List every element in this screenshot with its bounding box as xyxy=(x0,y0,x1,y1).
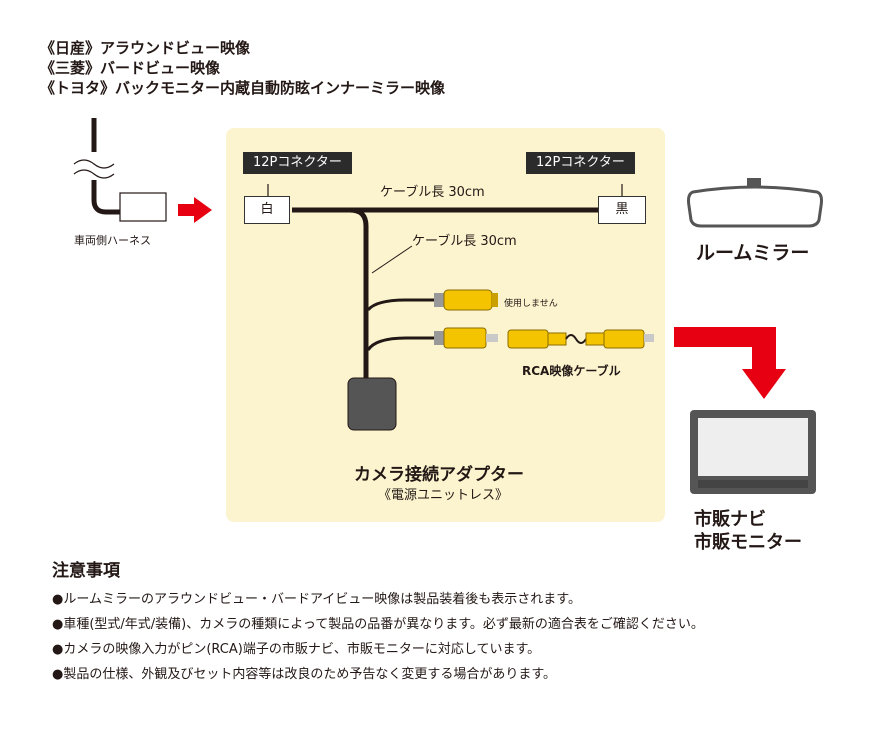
notes-title: 注意事項 xyxy=(52,561,120,581)
header-line-toyota: 《トヨタ》バックモニター内蔵自動防眩インナーミラー映像 xyxy=(40,79,446,97)
arrow-right-icon xyxy=(178,197,212,223)
note-item: ●車種(型式/年式/装備)、カメラの種類によって製品の品番が異なります。必ず最新… xyxy=(52,617,704,632)
rca-cable-label: RCA映像ケーブル xyxy=(522,364,621,378)
branch-cable-length-label: ケーブル長 30cm xyxy=(412,234,517,249)
connector-left-tag: 12Pコネクター xyxy=(243,152,352,174)
adapter-panel xyxy=(226,128,665,522)
note-item: ●製品の仕様、外観及びセット内容等は改良のため予告なく変更する場合があります。 xyxy=(52,667,557,682)
monitor-label-line2: 市販モニター xyxy=(694,532,802,553)
adapter-subtitle: 《電源ユニットレス》 xyxy=(378,488,509,503)
room-mirror-icon xyxy=(687,178,823,228)
monitor-icon xyxy=(690,410,816,494)
harness-label: 車両側ハーネス xyxy=(74,234,151,247)
connector-white: 白 xyxy=(244,196,290,224)
vehicle-harness-illustration xyxy=(71,118,167,222)
adapter-title: カメラ接続アダプター xyxy=(354,465,524,485)
connector-right-tag: 12Pコネクター xyxy=(526,152,635,174)
header-line-nissan: 《日産》アラウンドビュー映像 xyxy=(40,39,251,57)
connector-black: 黒 xyxy=(598,196,646,224)
main-cable-length-label: ケーブル長 30cm xyxy=(380,185,485,200)
note-item: ●ルームミラーのアラウンドビュー・バードアイビュー映像は製品装着後も表示されます… xyxy=(52,592,582,607)
header-line-mitsubishi: 《三菱》バードビュー映像 xyxy=(40,59,221,77)
monitor-label-line1: 市販ナビ xyxy=(694,509,766,530)
wiring-diagram xyxy=(267,184,654,431)
unused-connector-label: 使用しません xyxy=(504,299,558,309)
room-mirror-label: ルームミラー xyxy=(696,242,810,264)
arrow-down-icon xyxy=(674,327,786,399)
note-item: ●カメラの映像入力がピン(RCA)端子の市販ナビ、市販モニターに対応しています。 xyxy=(52,642,541,657)
